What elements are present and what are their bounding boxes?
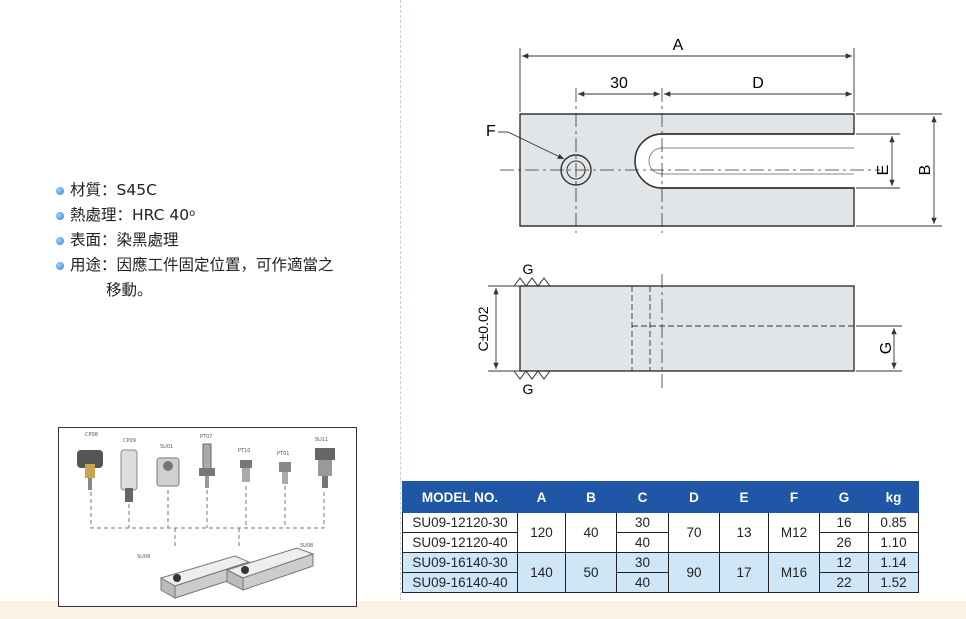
col-header-kg: kg — [868, 481, 919, 513]
col-header-g: G — [819, 481, 869, 513]
spec-table: MODEL NO. A B C D E F G kg SU09-12120-30… — [402, 481, 919, 593]
dim-b-label: B — [917, 165, 934, 176]
bullet-icon — [56, 237, 64, 245]
table-header-row: MODEL NO. A B C D E F G kg — [402, 481, 919, 513]
col-header-model: MODEL NO. — [402, 481, 518, 513]
grind-g-top-label: G — [523, 261, 534, 277]
col-header-b: B — [565, 481, 617, 513]
dim-d-label: D — [752, 75, 764, 92]
col-header-d: D — [668, 481, 720, 513]
dim-30-label: 30 — [610, 75, 628, 92]
side-view — [513, 274, 855, 388]
table-row: SU09-12120-40 40 26 1.10 — [402, 532, 919, 553]
dim-a-label: A — [673, 37, 684, 54]
photo-label-su11: SU11 — [315, 437, 328, 443]
product-illustration: CP08 CP09 SU01 PT07 PT10 PT01 SU11 SU09 … — [77, 432, 335, 599]
spec-material: 材質：S45C — [56, 178, 334, 203]
photo-label-su09: SU09 — [137, 554, 150, 560]
photo-slotted-blocks — [159, 547, 315, 599]
photo-label-cp08: CP08 — [85, 432, 98, 438]
side-dimension-lines — [488, 285, 902, 372]
table-row: SU09-16140-40 40 22 1.52 — [402, 572, 919, 593]
dim-e-label: E — [875, 165, 892, 176]
spec-usage-continued: 移動。 — [106, 281, 153, 299]
dim-f-label: F — [486, 123, 496, 140]
bullet-icon — [56, 212, 64, 220]
technical-drawing: A 30 D F E B G G C±0.02 G — [475, 37, 942, 397]
bullet-icon — [56, 262, 64, 270]
spec-usage: 用途：因應工件固定位置，可作適當之 — [56, 253, 334, 278]
photo-guide-lines — [90, 486, 325, 548]
photo-label-su08: SU08 — [300, 543, 313, 549]
col-header-e: E — [719, 481, 769, 513]
bullet-icon — [56, 187, 64, 195]
spec-heat-treatment: 熱處理：HRC 40o — [56, 203, 334, 228]
page-divider — [400, 0, 402, 600]
photo-label-pt07: PT07 — [200, 434, 212, 440]
col-header-f: F — [768, 481, 820, 513]
dim-g-label: G — [878, 342, 895, 354]
photo-label-cp09: CP09 — [123, 438, 136, 444]
photo-label-su01: SU01 — [160, 444, 173, 450]
top-view — [500, 88, 880, 233]
spec-list: 材質：S45C 熱處理：HRC 40o 表面：染黑處理 用途：因應工件固定位置，… — [56, 178, 334, 303]
photo-label-pt10: PT10 — [238, 448, 250, 454]
col-header-c: C — [616, 481, 669, 513]
dimension-lines — [498, 48, 942, 227]
spec-surface: 表面：染黑處理 — [56, 228, 334, 253]
photo-label-pt01: PT01 — [277, 451, 289, 457]
table-row: SU09-12120-30 120 40 30 70 13 M12 16 0.8… — [402, 512, 919, 553]
col-header-a: A — [517, 481, 566, 513]
grind-g-bottom-label: G — [523, 381, 534, 397]
product-photo: CP08 CP09 SU01 PT07 PT10 PT01 SU11 SU09 … — [58, 427, 357, 607]
table-row: SU09-16140-30 140 50 30 90 17 M16 12 1.1… — [402, 552, 919, 593]
clamp-parts — [77, 443, 335, 502]
dim-c-label: C±0.02 — [475, 306, 491, 351]
